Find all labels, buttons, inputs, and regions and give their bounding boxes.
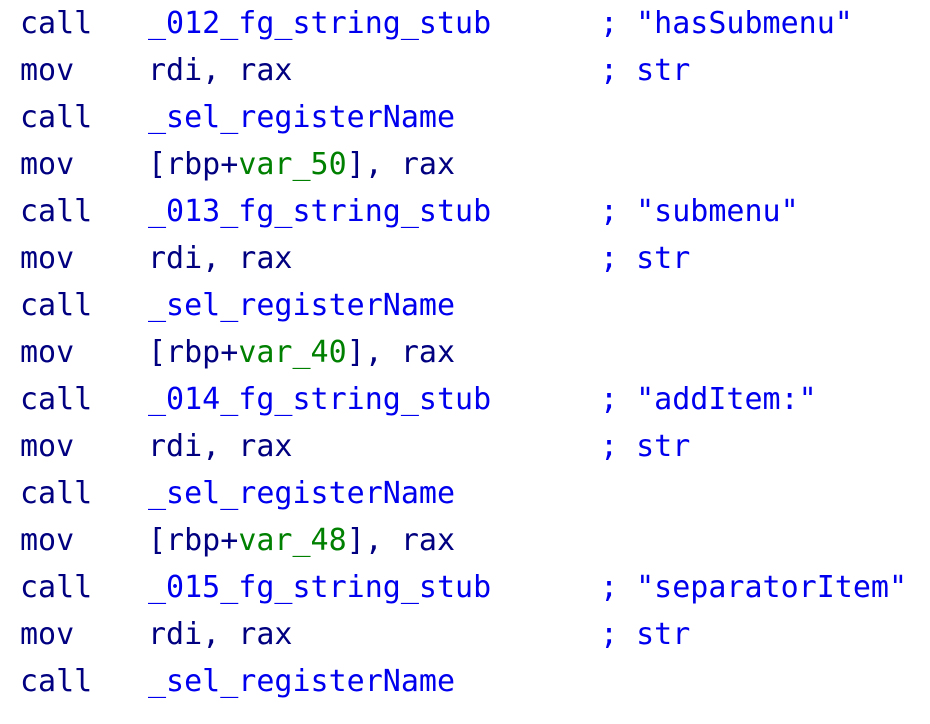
operand-punctuation: ], rax [346, 523, 456, 558]
call-target-link[interactable]: _sel_registerName [148, 288, 456, 323]
instruction-comment: ; str [600, 617, 691, 652]
instruction-mnemonic: mov [20, 523, 75, 558]
instruction-mnemonic: mov [20, 335, 75, 370]
instruction-operand[interactable]: rdi, rax [148, 235, 293, 282]
instruction-operand[interactable]: _013_fg_string_stub [148, 188, 491, 235]
instruction-operand[interactable]: _sel_registerName [148, 658, 455, 705]
disassembly-line[interactable]: mov [rbp+var_50], rax [0, 141, 930, 188]
register-operand: rdi, rax [148, 241, 293, 276]
instruction-mnemonic: call [20, 570, 93, 605]
disassembly-line[interactable]: mov rdi, rax ; str [0, 423, 930, 470]
disassembly-line[interactable]: mov rdi, rax ; str [0, 611, 930, 658]
instruction-mnemonic: call [20, 194, 93, 229]
register-operand: rdi, rax [148, 53, 293, 88]
disassembly-line[interactable]: call _013_fg_string_stub ; "submenu" [0, 188, 930, 235]
instruction-operand[interactable]: _sel_registerName [148, 94, 455, 141]
instruction-operand[interactable]: [rbp+var_40], rax [148, 329, 455, 376]
disassembly-line[interactable]: call _014_fg_string_stub ; "addItem:" [0, 376, 930, 423]
instruction-comment: ; "hasSubmenu" [600, 6, 853, 41]
call-target-link[interactable]: _014_fg_string_stub [148, 382, 492, 417]
disassembly-line[interactable]: call _012_fg_string_stub ; "hasSubmenu" [0, 0, 930, 47]
instruction-mnemonic: call [20, 382, 93, 417]
instruction-operand[interactable]: [rbp+var_48], rax [148, 517, 455, 564]
instruction-mnemonic: call [20, 288, 93, 323]
instruction-comment: ; "separatorItem" [600, 570, 908, 605]
disassembly-line[interactable]: mov [rbp+var_40], rax [0, 329, 930, 376]
instruction-mnemonic: call [20, 476, 93, 511]
call-target-link[interactable]: _sel_registerName [148, 476, 456, 511]
instruction-comment: ; str [600, 53, 691, 88]
instruction-mnemonic: call [20, 6, 93, 41]
disassembly-line[interactable]: call _sel_registerName [0, 470, 930, 517]
instruction-mnemonic: call [20, 100, 93, 135]
operand-punctuation: ], rax [346, 147, 456, 182]
register-operand: rdi, rax [148, 429, 293, 464]
instruction-operand[interactable]: _sel_registerName [148, 470, 455, 517]
disassembly-line[interactable]: mov [rbp+var_48], rax [0, 517, 930, 564]
instruction-mnemonic: mov [20, 53, 75, 88]
instruction-operand[interactable]: _012_fg_string_stub [148, 0, 491, 47]
stack-variable-name[interactable]: var_48 [238, 523, 347, 558]
instruction-mnemonic: mov [20, 241, 75, 276]
instruction-mnemonic: mov [20, 147, 75, 182]
disassembly-line[interactable]: call _sel_registerName [0, 658, 930, 705]
register-operand: rdi, rax [148, 617, 293, 652]
operand-punctuation: ], rax [346, 335, 456, 370]
operand-punctuation: [rbp+ [148, 523, 239, 558]
instruction-mnemonic: call [20, 664, 93, 699]
stack-variable-name[interactable]: var_50 [238, 147, 347, 182]
operand-punctuation: [rbp+ [148, 335, 239, 370]
instruction-operand[interactable]: [rbp+var_50], rax [148, 141, 455, 188]
disassembly-line[interactable]: mov rdi, rax ; str [0, 235, 930, 282]
call-target-link[interactable]: _sel_registerName [148, 100, 456, 135]
instruction-operand[interactable]: rdi, rax [148, 423, 293, 470]
call-target-link[interactable]: _013_fg_string_stub [148, 194, 492, 229]
operand-punctuation: [rbp+ [148, 147, 239, 182]
instruction-operand[interactable]: _014_fg_string_stub [148, 376, 491, 423]
instruction-comment: ; str [600, 241, 691, 276]
call-target-link[interactable]: _015_fg_string_stub [148, 570, 492, 605]
instruction-operand[interactable]: rdi, rax [148, 611, 293, 658]
disassembly-line[interactable]: call _sel_registerName [0, 282, 930, 329]
instruction-comment: ; str [600, 429, 691, 464]
instruction-comment: ; "addItem:" [600, 382, 817, 417]
instruction-comment: ; "submenu" [600, 194, 799, 229]
instruction-operand[interactable]: rdi, rax [148, 47, 293, 94]
disassembly-line[interactable]: call _sel_registerName [0, 94, 930, 141]
instruction-operand[interactable]: _015_fg_string_stub [148, 564, 491, 611]
instruction-operand[interactable]: _sel_registerName [148, 282, 455, 329]
instruction-mnemonic: mov [20, 429, 75, 464]
call-target-link[interactable]: _sel_registerName [148, 664, 456, 699]
call-target-link[interactable]: _012_fg_string_stub [148, 6, 492, 41]
disassembly-line[interactable]: call _015_fg_string_stub ; "separatorItem" [0, 564, 930, 611]
stack-variable-name[interactable]: var_40 [238, 335, 347, 370]
instruction-mnemonic: mov [20, 617, 75, 652]
disassembly-line[interactable]: mov rdi, rax ; str [0, 47, 930, 94]
